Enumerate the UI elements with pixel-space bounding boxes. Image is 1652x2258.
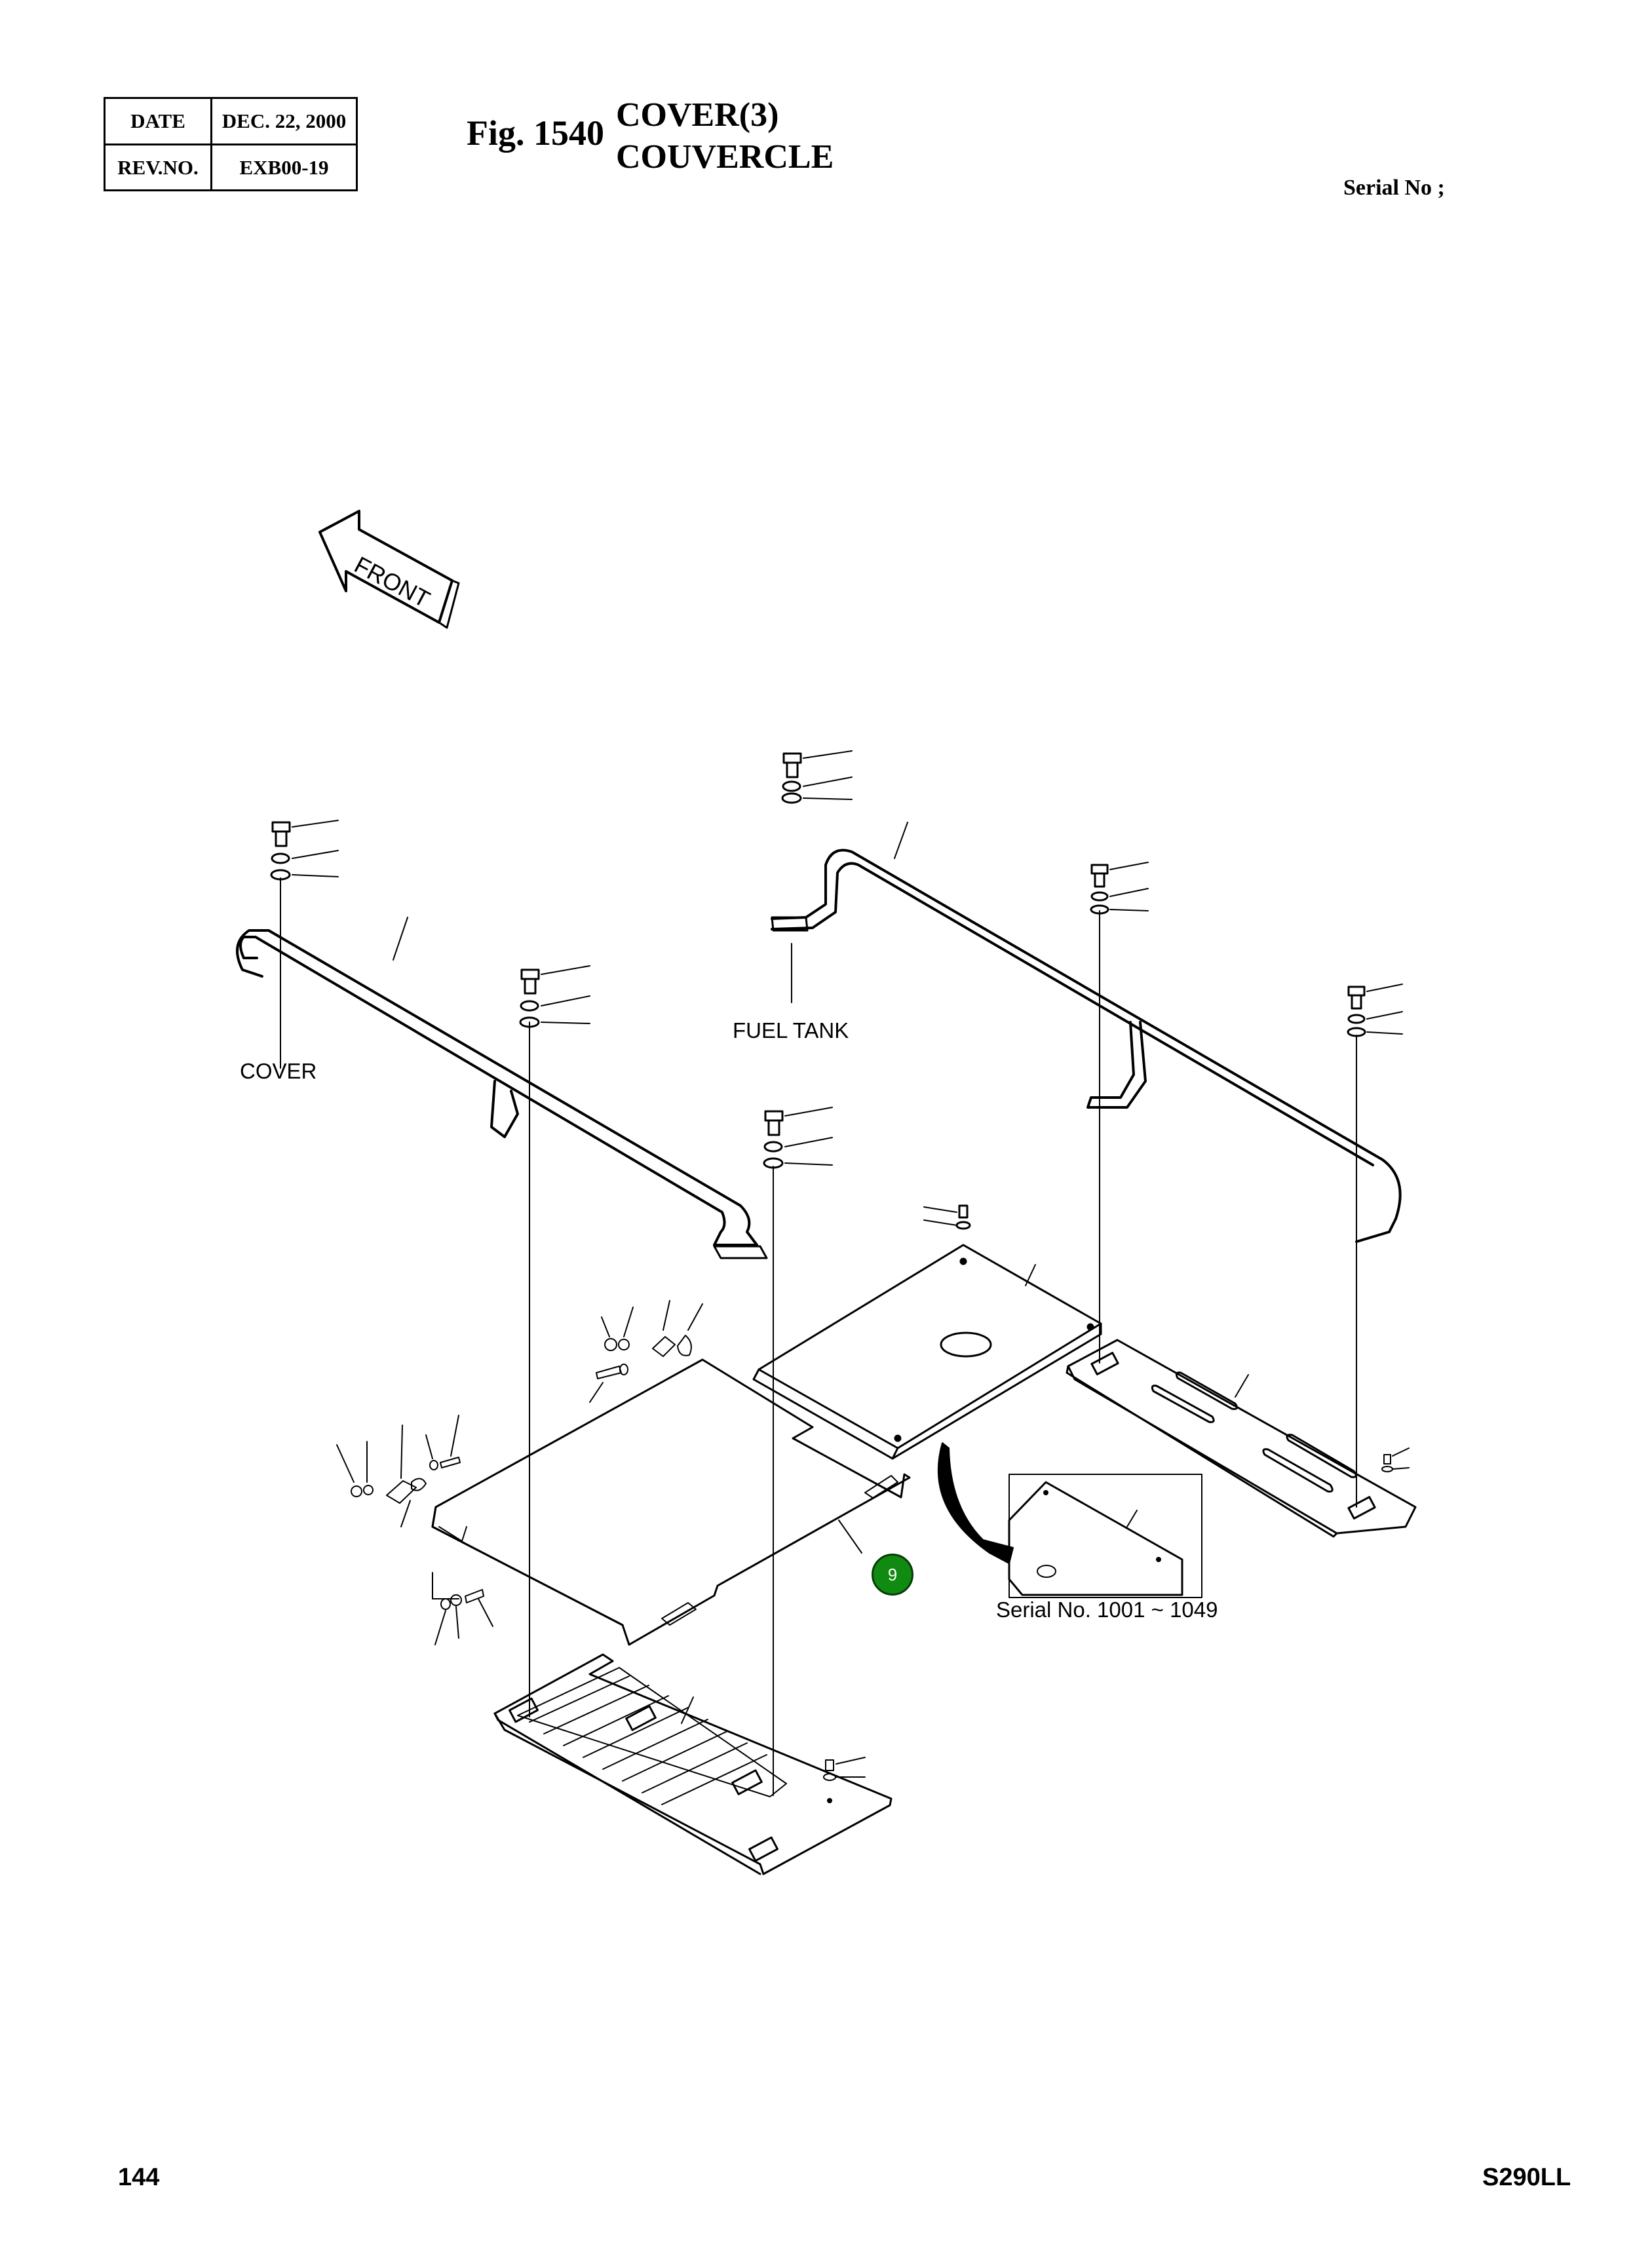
large-cover-plate [431, 1358, 911, 1646]
serial-number-label: Serial No ; [1343, 176, 1445, 200]
revision-info-box: DATE DEC. 22, 2000 REV.NO. EXB00-19 [104, 97, 358, 191]
revision-value: EXB00-19 [239, 156, 329, 179]
bolt-stack-1 [270, 820, 339, 881]
cover-label: COVER [240, 1059, 317, 1083]
revision-label: REV.NO. [106, 145, 212, 190]
right-step-plate [1066, 1339, 1417, 1538]
latch-hardware-lower [336, 1415, 493, 1645]
figure-number: Fig. 1540 [467, 113, 604, 153]
latch-hardware-upper [589, 1300, 703, 1403]
bolt-axis-lines [280, 877, 1357, 1796]
front-direction-arrow: FRONT [318, 510, 460, 629]
bolt-stacks [270, 750, 1403, 1169]
detail-inset-arrow [937, 1442, 1014, 1564]
bolt-stack-3 [781, 750, 853, 804]
date-value: DEC. 22, 2000 [221, 109, 347, 132]
bolt-stack-5 [1090, 862, 1149, 915]
date-row: DATE DEC. 22, 2000 [106, 99, 356, 145]
fuel-tank-cover-plate [752, 1204, 1102, 1460]
date-label: DATE [106, 99, 212, 144]
revision-row: REV.NO. EXB00-19 [106, 145, 356, 190]
bolt-stack-2 [519, 965, 590, 1028]
part-callout-9[interactable]: 9 [872, 1554, 913, 1596]
figure-title: COVER(3) COUVERCLE [616, 94, 834, 178]
detail-inset-box [1008, 1474, 1202, 1598]
fuel-tank-label: FUEL TANK [733, 1018, 849, 1043]
page-number: 144 [118, 2164, 160, 2191]
model-name: S290LL [1482, 2164, 1571, 2191]
figure-title-english: COVER(3) [616, 96, 779, 134]
right-hand-rail [771, 822, 1402, 1243]
bolt-stack-4 [763, 1107, 833, 1169]
figure-title-french: COUVERCLE [616, 138, 834, 176]
left-hand-rail [236, 917, 768, 1259]
bolt-stack-6 [1347, 984, 1403, 1037]
serial-range-label: Serial No. 1001 ~ 1049 [996, 1598, 1218, 1622]
lower-step-plate [493, 1653, 893, 1875]
